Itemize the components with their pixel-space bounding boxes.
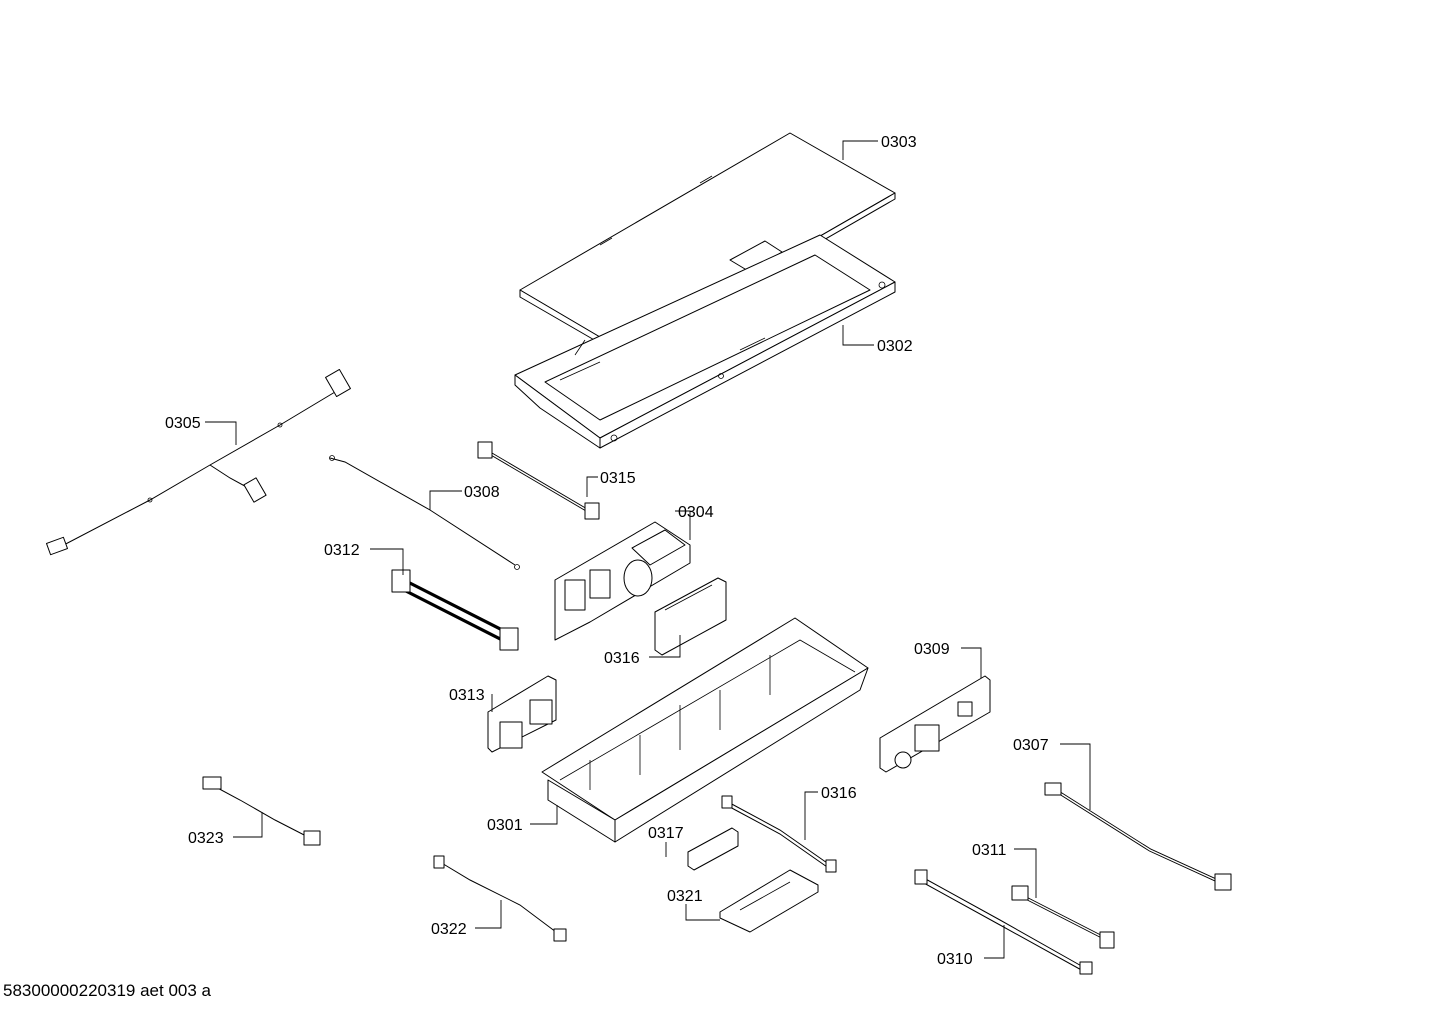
part-0311-cable[interactable] <box>1011 885 1115 949</box>
label-0303: 0303 <box>881 134 917 151</box>
label-0313: 0313 <box>449 687 485 704</box>
label-0304: 0304 <box>678 504 714 521</box>
part-0314-cable[interactable] <box>477 441 600 520</box>
part-0310-cable[interactable] <box>914 869 1093 975</box>
label-0311: 0311 <box>972 842 1007 859</box>
label-0316: 0316 <box>821 785 857 802</box>
part-0321-pcb[interactable] <box>719 869 819 933</box>
part-0323-cable[interactable] <box>202 776 321 846</box>
label-0307: 0307 <box>1013 737 1049 754</box>
part-0317-small-module[interactable] <box>687 827 739 871</box>
label-0317: 0317 <box>648 825 684 842</box>
part-0316-cable[interactable] <box>721 795 837 873</box>
label-0301: 0301 <box>487 817 523 834</box>
label-0315: 0316 <box>604 650 640 667</box>
part-0307-cable[interactable] <box>1044 782 1232 891</box>
label-0321: 0321 <box>667 888 703 905</box>
label-0309: 0309 <box>914 641 950 658</box>
part-labels: 0303 0302 0305 0308 0315 0304 0312 0316 … <box>165 134 1049 968</box>
part-0312-ribbon[interactable] <box>391 569 519 651</box>
part-0309-control-board[interactable] <box>879 675 991 773</box>
part-0313-relay-board[interactable] <box>487 675 557 753</box>
label-0323: 0323 <box>188 830 224 847</box>
part-0308-wire[interactable] <box>329 455 520 570</box>
label-0312: 0312 <box>324 542 360 559</box>
drawing-id: 58300000220319 aet 003 a <box>3 981 211 1000</box>
part-0301-base-tray[interactable] <box>541 617 869 843</box>
part-0304-power-board[interactable] <box>554 521 691 641</box>
label-0322: 0322 <box>431 921 467 938</box>
part-0315-shield-plate[interactable] <box>654 577 727 656</box>
label-0314: 0315 <box>600 470 636 487</box>
part-0302-frame[interactable] <box>514 234 896 449</box>
part-0322-cable[interactable] <box>433 855 567 942</box>
label-0302: 0302 <box>877 338 913 355</box>
label-0305: 0305 <box>165 415 201 432</box>
part-0305-wiring-harness[interactable] <box>45 368 351 556</box>
label-0310: 0310 <box>937 951 973 968</box>
label-0308: 0308 <box>464 484 500 501</box>
leader-lines <box>205 140 1091 959</box>
